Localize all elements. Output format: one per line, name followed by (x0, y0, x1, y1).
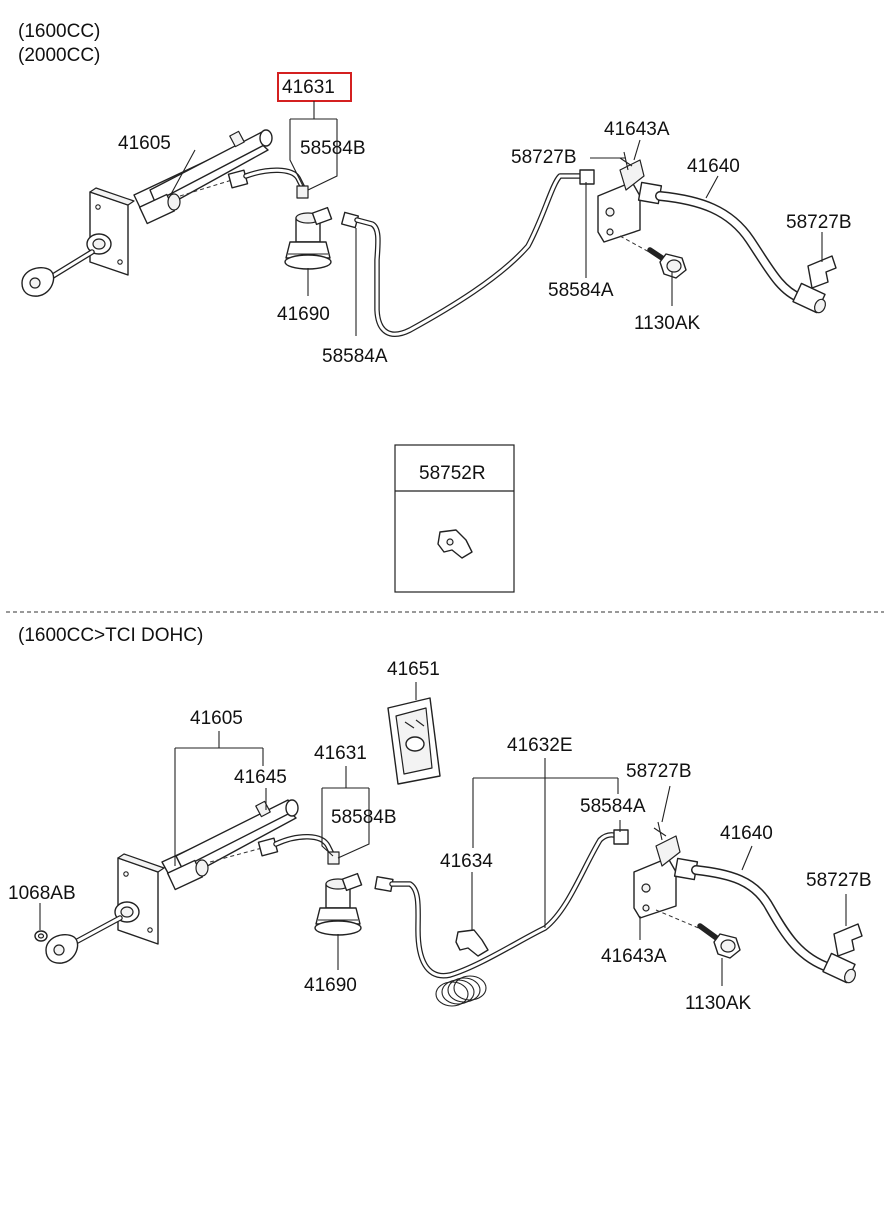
master-cylinder-bottom-icon[interactable] (45, 799, 299, 964)
clamp-icon (437, 529, 473, 559)
part-label-58584B[interactable]: 58584B (300, 138, 366, 159)
clutch-tube-long-icon[interactable] (340, 169, 595, 337)
part-label-41651[interactable]: 41651 (387, 659, 440, 680)
part-label-41632E[interactable]: 41632E (507, 735, 573, 756)
bolt-icon[interactable] (619, 235, 687, 279)
inset-box-58752R[interactable] (394, 444, 515, 593)
master-cylinder-icon[interactable] (21, 129, 273, 297)
clip-small-icon[interactable] (619, 151, 633, 171)
washer-icon[interactable] (34, 930, 48, 942)
section-title-top-line1: (1600CC) (18, 21, 100, 42)
section-title-top-line2: (2000CC) (18, 45, 100, 66)
reservoir-icon[interactable] (284, 206, 333, 270)
part-label-41631-bottom[interactable]: 41631 (314, 743, 367, 764)
part-label-41634[interactable]: 41634 (440, 851, 493, 872)
part-label-41640[interactable]: 41640 (687, 156, 740, 177)
grommet-icon[interactable] (387, 697, 441, 785)
part-label-1130AK-bottom[interactable]: 1130AK (685, 993, 752, 1014)
part-label-58584A-upper[interactable]: 58584A (548, 280, 614, 301)
part-label-58727B-bottom[interactable]: 58727B (626, 761, 692, 782)
bracket-bottom-icon[interactable] (633, 835, 681, 919)
part-label-58584A-bottom[interactable]: 58584A (580, 796, 646, 817)
clip-small-bottom-icon[interactable] (653, 821, 667, 841)
part-label-41645[interactable]: 41645 (234, 767, 287, 788)
part-label-41690-bottom[interactable]: 41690 (304, 975, 357, 996)
hose-bottom-icon[interactable] (673, 857, 858, 984)
clutch-tube-icon[interactable] (179, 167, 309, 199)
bracket-icon[interactable] (597, 159, 645, 243)
hose-icon[interactable] (637, 181, 828, 314)
part-label-1068AB[interactable]: 1068AB (8, 883, 76, 904)
coiled-tube-icon[interactable] (374, 829, 629, 1007)
part-label-41690[interactable]: 41690 (277, 304, 330, 325)
part-label-41640-bottom[interactable]: 41640 (720, 823, 773, 844)
part-label-1130AK[interactable]: 1130AK (634, 313, 701, 334)
part-label-41643A-bottom[interactable]: 41643A (601, 946, 667, 967)
part-label-58727B-clip[interactable]: 58727B (786, 212, 852, 233)
bolt-bottom-icon[interactable] (655, 909, 741, 959)
part-label-41643A[interactable]: 41643A (604, 119, 670, 140)
part-label-41605[interactable]: 41605 (118, 133, 171, 154)
section-title-bottom: (1600CC>TCI DOHC) (18, 625, 203, 646)
part-label-58727B-clip-bottom[interactable]: 58727B (806, 870, 872, 891)
reservoir-bottom-icon[interactable] (314, 872, 363, 936)
clip-icon[interactable] (807, 255, 837, 289)
part-label-41631[interactable]: 41631 (282, 77, 335, 98)
clip-bottom-icon[interactable] (833, 923, 863, 957)
part-label-41605-bottom[interactable]: 41605 (190, 708, 243, 729)
part-label-58584A-lower[interactable]: 58584A (322, 346, 388, 367)
inset-label-58752R[interactable]: 58752R (419, 463, 486, 484)
clamp-bottom-icon[interactable] (455, 929, 489, 957)
part-label-58584B-bottom[interactable]: 58584B (331, 807, 397, 828)
part-label-58727B[interactable]: 58727B (511, 147, 577, 168)
